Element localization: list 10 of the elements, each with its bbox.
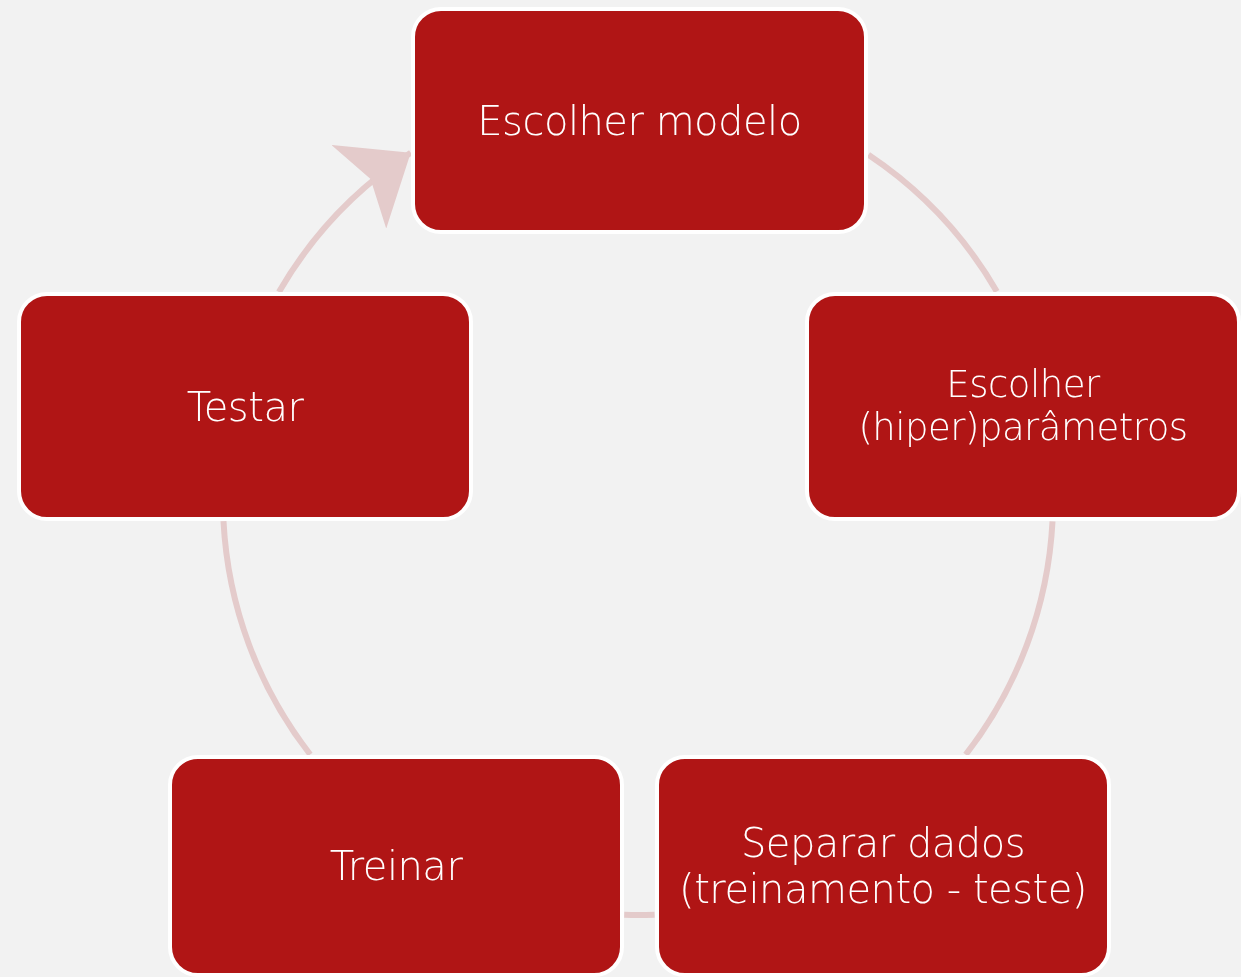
process-box (655, 755, 1111, 977)
step-label: Separar dados (treinamento - teste) (678, 820, 1088, 912)
process-box (168, 755, 624, 977)
step-label: Treinar (329, 843, 463, 889)
step-label: Escolher modelo (477, 97, 802, 144)
step-label: Escolher (hiper)parâmetros (857, 363, 1189, 450)
process-box (805, 292, 1241, 521)
process-box (411, 7, 868, 234)
process-box (17, 292, 473, 521)
step-label: Testar (186, 383, 304, 430)
